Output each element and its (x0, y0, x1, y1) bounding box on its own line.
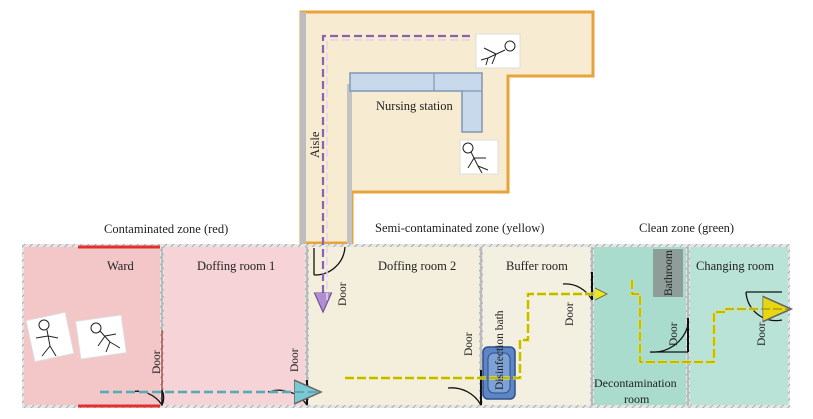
room-label-ward: Ward (107, 259, 135, 273)
labels: Contaminated zone (red) Semi-contaminate… (104, 99, 774, 406)
purple-path (323, 34, 470, 310)
person-icon (75, 314, 127, 360)
label-aisle: Aisle (308, 131, 322, 158)
label-decontamination-line2: room (624, 392, 650, 406)
nursing-station-area (299, 10, 595, 245)
door-label: Door (463, 332, 475, 356)
person-icon (459, 139, 499, 175)
door-label: Door (756, 322, 768, 346)
label-decontamination-line1: Decontamination (594, 376, 677, 390)
zone-label-clean: Clean zone (green) (639, 221, 734, 235)
room-label-changing-room: Changing room (696, 259, 774, 273)
person-icon (475, 33, 521, 69)
aisle-left-wall (300, 12, 306, 244)
room-label-buffer-room: Buffer room (506, 259, 568, 273)
disinfection-bath (482, 346, 516, 400)
patient-figures (25, 33, 521, 363)
door-label: Door (337, 282, 349, 306)
corridor-rooms (22, 244, 790, 408)
aisle-inner-wall (347, 84, 352, 244)
door-swing-3 (447, 387, 482, 406)
door-swing-4 (562, 283, 593, 301)
movement-paths (100, 34, 788, 392)
nursing-area (299, 10, 595, 245)
zone-label-contaminated: Contaminated zone (red) (104, 222, 228, 236)
label-bathroom: Bathroom (663, 250, 675, 296)
zone-label-semi-contaminated: Semi-contaminated zone (yellow) (375, 221, 544, 235)
person-icon (25, 311, 75, 363)
room-label-nursing-station: Nursing station (376, 99, 453, 113)
nursing-desk (349, 72, 483, 133)
bathroom (653, 249, 683, 297)
door-label: Door (668, 322, 680, 346)
doffing-room-1 (164, 247, 305, 405)
door-label: Door (151, 350, 163, 374)
room-label-doffing-room-2: Doffing room 2 (378, 259, 456, 273)
door-swing-5 (649, 324, 689, 353)
label-disinfection-bath: Disinfection bath (494, 310, 506, 390)
door-label: Door (289, 348, 301, 372)
door-swing-aisle (313, 246, 346, 276)
door-label: Door (564, 302, 576, 326)
room-label-doffing-room-1: Doffing room 1 (197, 259, 275, 273)
